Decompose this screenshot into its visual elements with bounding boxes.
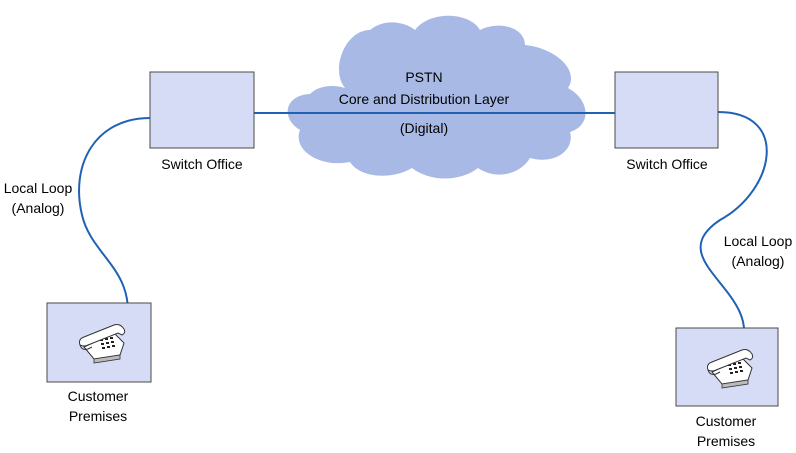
left-switch-office-label: Switch Office (161, 156, 243, 172)
right-premises-label: Premises (697, 433, 755, 449)
cloud-note: (Digital) (400, 120, 448, 136)
left-switch-office-box (149, 71, 255, 149)
left-customer-label: Customer (68, 388, 129, 404)
right-switch-office-label: Switch Office (626, 156, 708, 172)
pstn-cloud-shape (287, 15, 586, 179)
left-local-loop-label: Local Loop (4, 180, 73, 196)
left-local-loop-wire (78, 117, 151, 331)
right-switch-office-box (614, 71, 719, 149)
right-local-loop-label: Local Loop (724, 233, 793, 249)
left-local-loop-analog-label: (Analog) (12, 200, 65, 216)
right-local-loop-wire (699, 111, 768, 346)
cloud-subtitle: Core and Distribution Layer (339, 91, 510, 107)
right-local-loop-analog-label: (Analog) (732, 253, 785, 269)
right-customer-label: Customer (696, 413, 757, 429)
cloud-title: PSTN (405, 69, 442, 85)
left-premises-label: Premises (69, 408, 127, 424)
